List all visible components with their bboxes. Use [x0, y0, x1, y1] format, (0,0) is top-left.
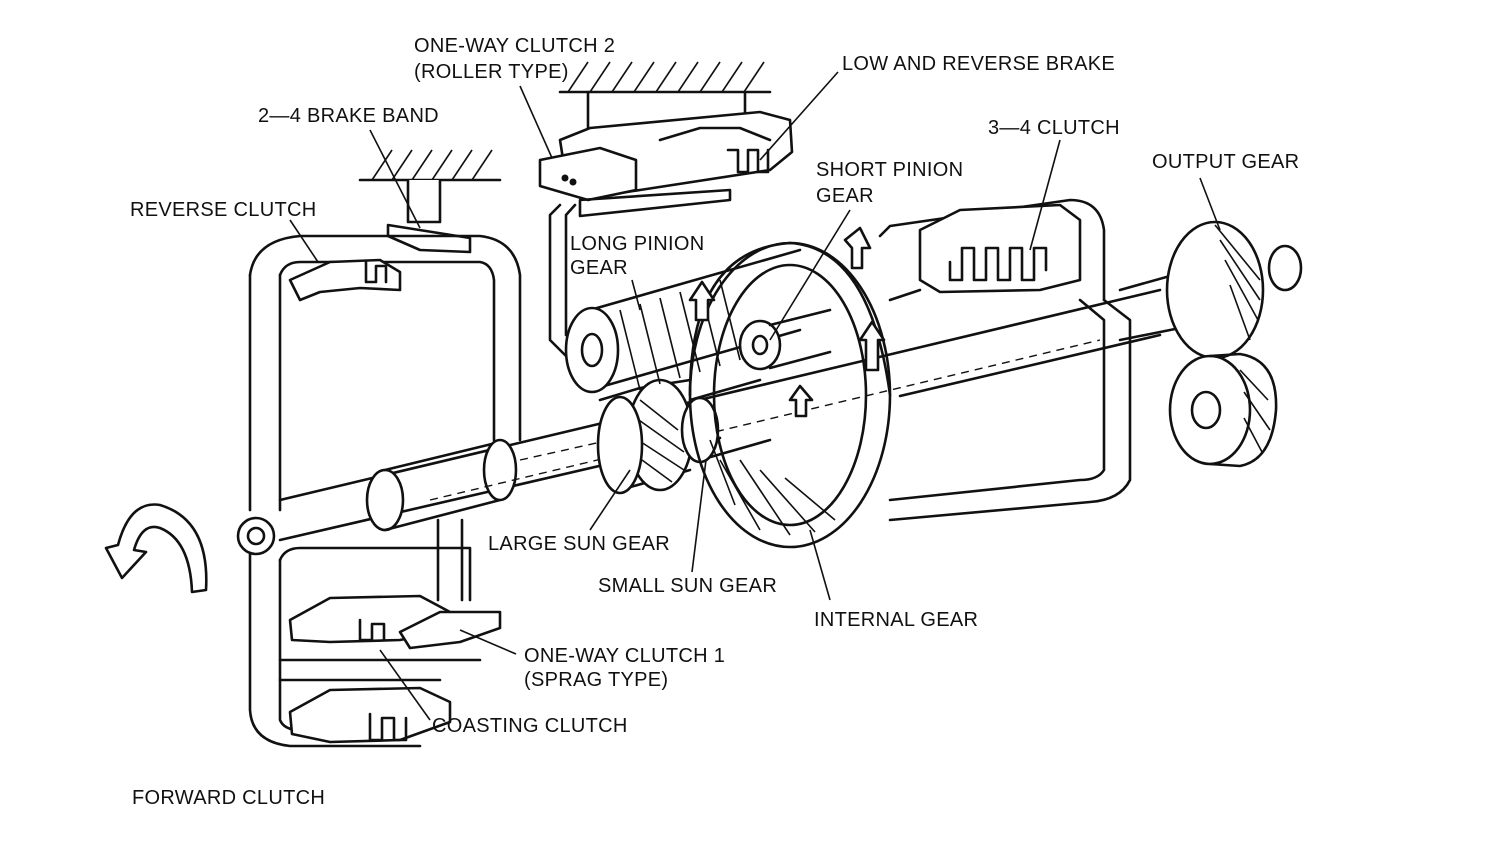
- label-roller-type: (ROLLER TYPE): [414, 61, 569, 83]
- label-long-pinion-line1: LONG PINION: [570, 233, 705, 255]
- brake-band-anchor: [386, 180, 472, 254]
- label-internal-gear: INTERNAL GEAR: [814, 609, 979, 631]
- label-low-reverse-brake: LOW AND REVERSE BRAKE: [842, 53, 1116, 75]
- label-coasting-clutch: COASTING CLUTCH: [432, 715, 628, 737]
- label-small-sun-gear: SMALL SUN GEAR: [598, 575, 778, 597]
- long-pinion-gear: [548, 203, 802, 394]
- output-gear-assembly: [1118, 220, 1303, 468]
- label-large-sun-gear: LARGE SUN GEAR: [488, 533, 671, 555]
- ground-hatch-left-icon: [358, 149, 502, 182]
- ground-hatch-right-icon: [558, 61, 772, 94]
- low-reverse-brake-housing: [538, 90, 794, 218]
- label-long-pinion-line2: GEAR: [570, 257, 628, 279]
- label-one-way-clutch-1: ONE-WAY CLUTCH 1: [524, 645, 726, 667]
- label-forward-clutch: FORWARD CLUTCH: [132, 787, 326, 809]
- leader-lines: [289, 71, 1221, 721]
- clutch-3-4-assembly: [878, 198, 1132, 522]
- label-output-gear: OUTPUT GEAR: [1152, 151, 1300, 173]
- label-short-pinion-line1: SHORT PINION: [816, 159, 964, 181]
- forward-clutch-drum: [236, 516, 502, 748]
- label-reverse-clutch: REVERSE CLUTCH: [130, 199, 317, 221]
- label-one-way-clutch-2: ONE-WAY CLUTCH 2: [414, 35, 616, 57]
- short-pinion-gear: [738, 308, 832, 371]
- curved-rotation-arrow-icon: [104, 503, 208, 594]
- label-3-4-clutch: 3—4 CLUTCH: [988, 117, 1120, 139]
- label-2-4-brake-band: 2—4 BRAKE BAND: [258, 105, 439, 127]
- large-sun-gear: [596, 378, 694, 495]
- label-short-pinion-line2: GEAR: [816, 185, 874, 207]
- label-sprag-type: (SPRAG TYPE): [524, 669, 669, 691]
- gear-rotation-arrows: [688, 226, 886, 418]
- reverse-clutch-drum: [248, 234, 522, 512]
